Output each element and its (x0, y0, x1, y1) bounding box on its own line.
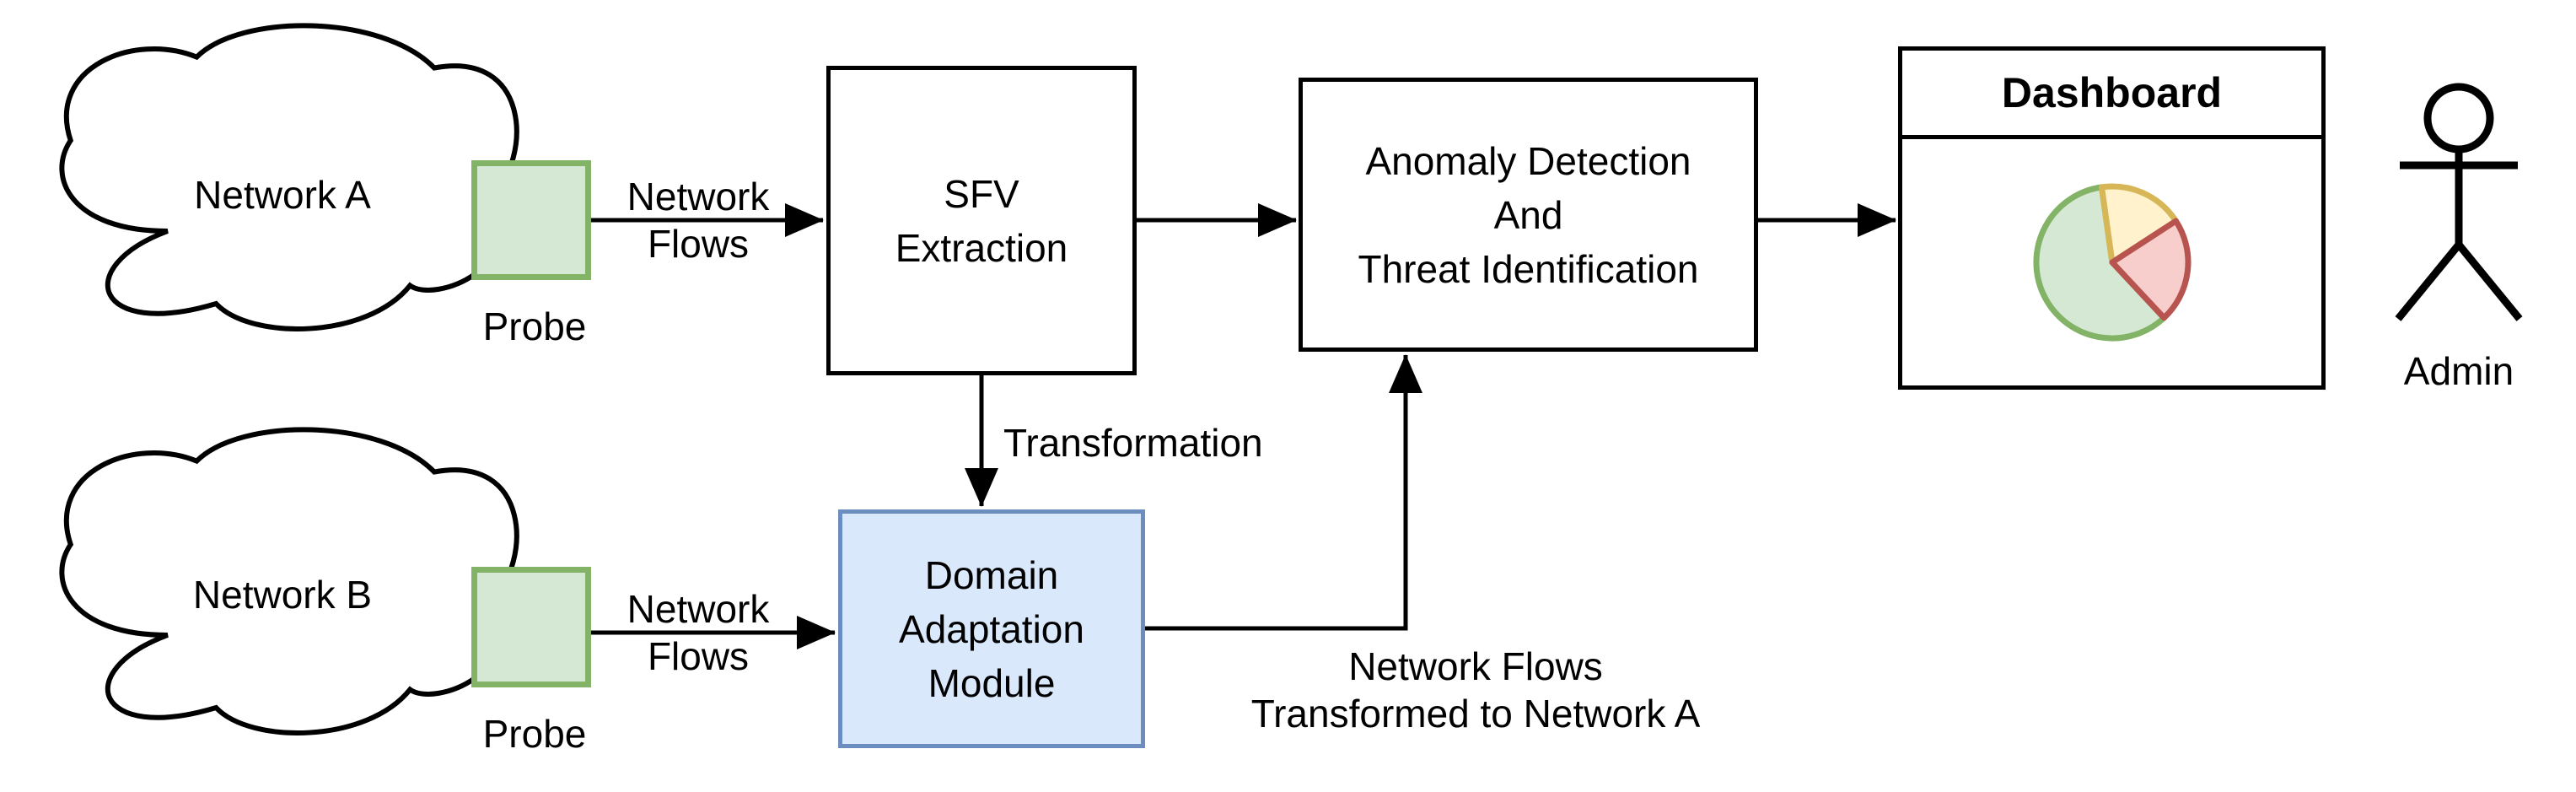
network-flows-b-label: Network Flows (627, 587, 770, 678)
sfv-extraction-label: SFV Extraction (895, 171, 1068, 270)
domain-adaptation-node: Domain Adaptation Module (838, 509, 1145, 748)
transformed-flows-label: Network Flows Transformed to Network A (1250, 644, 1701, 735)
domain-adaptation-label: Domain Adaptation Module (899, 552, 1084, 705)
admin-stick-figure-icon (2395, 83, 2523, 321)
transformation-label: Transformation (1003, 421, 1263, 465)
pie-slice-green (2033, 184, 2167, 342)
dashboard-node: Dashboard (1898, 46, 2326, 390)
dashboard-title: Dashboard (2001, 69, 2223, 116)
probe-a-node (471, 160, 591, 280)
network-a-cloud (59, 23, 519, 331)
network-a-label: Network A (194, 173, 371, 217)
dashboard-pie-chart (2033, 183, 2191, 342)
admin-label: Admin (2403, 349, 2514, 393)
network-flows-a-label: Network Flows (627, 175, 770, 266)
probe-a-label: Probe (482, 304, 587, 348)
dashboard-body (1902, 139, 2321, 385)
dashboard-header: Dashboard (1902, 51, 2321, 139)
anomaly-detection-label: Anomaly Detection And Threat Identificat… (1358, 138, 1699, 291)
edge-domain-to-anomaly (1145, 354, 1422, 631)
probe-b-node (471, 567, 591, 687)
pie-slice-yellow (2098, 183, 2179, 266)
pie-slice-red (2109, 218, 2191, 321)
sfv-extraction-node: SFV Extraction (826, 66, 1137, 375)
network-b-cloud (59, 427, 519, 735)
network-b-label: Network B (192, 573, 373, 617)
anomaly-detection-node: Anomaly Detection And Threat Identificat… (1299, 78, 1758, 352)
probe-b-label: Probe (482, 712, 587, 756)
